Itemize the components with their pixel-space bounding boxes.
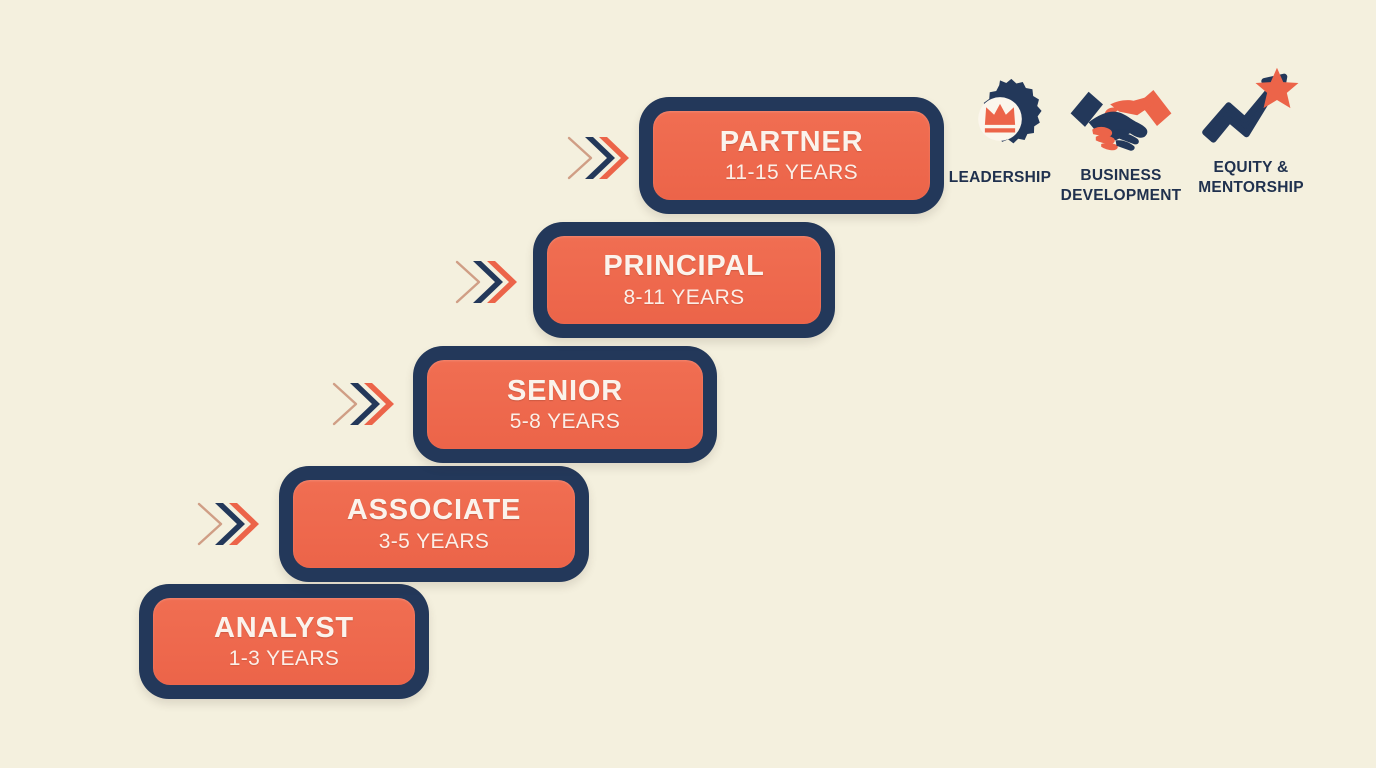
double-chevron-right-icon <box>455 254 519 310</box>
step-panel: ANALYST 1-3 YEARS <box>153 598 415 685</box>
double-chevron-right-icon <box>332 376 396 432</box>
handshake-icon <box>1055 74 1187 160</box>
step-years: 3-5 YEARS <box>378 529 490 553</box>
attribute-leadership: LEADERSHIP <box>935 76 1065 188</box>
step-title: SENIOR <box>507 374 623 407</box>
step-title: ASSOCIATE <box>346 494 522 527</box>
growth-arrow-star-icon <box>1186 66 1316 152</box>
attribute-label: LEADERSHIP <box>948 169 1052 186</box>
double-chevron-right-icon <box>197 496 261 552</box>
ladder-step-principal: PRINCIPAL 8-11 YEARS <box>533 222 835 338</box>
step-years: 5-8 YEARS <box>509 410 621 434</box>
step-title: PRINCIPAL <box>603 250 765 283</box>
attribute-label: BUSINESS DEVELOPMENT <box>1060 167 1182 205</box>
step-years: 11-15 YEARS <box>724 161 859 185</box>
step-title: PARTNER <box>719 125 864 158</box>
step-panel: ASSOCIATE 3-5 YEARS <box>293 480 575 568</box>
step-panel: PARTNER 11-15 YEARS <box>653 111 930 200</box>
gear-crown-icon <box>935 76 1065 162</box>
step-panel: SENIOR 5-8 YEARS <box>427 360 703 449</box>
ladder-step-senior: SENIOR 5-8 YEARS <box>413 346 717 463</box>
attribute-label: EQUITY & MENTORSHIP <box>1198 159 1304 197</box>
ladder-step-analyst: ANALYST 1-3 YEARS <box>139 584 429 699</box>
ladder-step-associate: ASSOCIATE 3-5 YEARS <box>279 466 589 582</box>
step-title: ANALYST <box>214 611 354 644</box>
step-years: 1-3 YEARS <box>228 647 340 671</box>
attribute-business-development: BUSINESS DEVELOPMENT <box>1055 74 1187 207</box>
attribute-equity-mentorship: EQUITY & MENTORSHIP <box>1186 66 1316 199</box>
ladder-step-partner: PARTNER 11-15 YEARS <box>639 97 944 214</box>
step-panel: PRINCIPAL 8-11 YEARS <box>547 236 821 324</box>
step-years: 8-11 YEARS <box>623 285 745 309</box>
double-chevron-right-icon <box>567 130 631 186</box>
